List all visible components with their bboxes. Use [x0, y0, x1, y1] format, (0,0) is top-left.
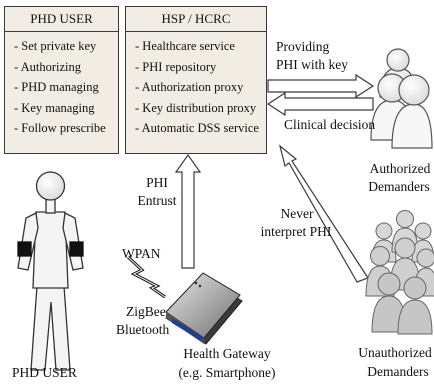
phi-entrust-arrow	[174, 153, 202, 269]
hsp-service-item: - Automatic DSS service	[135, 121, 259, 135]
authorized-label-line1: Authorized	[369, 161, 431, 176]
unauthorized-label-line2: Demanders	[367, 364, 429, 379]
crowd-icon	[365, 210, 434, 335]
person-figure-icon	[17, 171, 84, 371]
unauthorized-label-line1: Unauthorized	[358, 345, 432, 360]
never-interpret-arrow	[278, 144, 369, 283]
zigbee-label: ZigBee	[126, 304, 166, 319]
phd-task-item: - Follow prescribe	[14, 121, 106, 135]
clinical-decision-arrow	[266, 91, 374, 117]
providing-label-line2: PHI with key	[276, 57, 348, 72]
phd-user-label: PHD USER	[12, 365, 77, 380]
people-group-icon	[370, 48, 433, 149]
phi-entrust-label-line1: PHI	[146, 175, 168, 190]
phi-entrust-label-line2: Entrust	[137, 193, 177, 208]
phd-user-box-title: PHD USER	[5, 7, 118, 32]
hsp-service-item: - Authorization proxy	[135, 80, 244, 94]
phd-user-task-list: - Set private key - Authorizing - PHD ma…	[14, 36, 106, 139]
lightning-icon	[126, 255, 166, 299]
hsp-hcrc-box: HSP / HCRC - Healthcare service - PHI re…	[125, 6, 267, 154]
hsp-service-item: - Key distribution proxy	[135, 100, 257, 115]
phd-task-item: - Key managing	[14, 100, 95, 115]
wpan-label: WPAN	[122, 246, 161, 261]
hsp-hcrc-service-list: - Healthcare service - PHI repository - …	[135, 36, 259, 139]
never-interpret-label-line1: Never	[280, 206, 314, 221]
bluetooth-label: Bluetooth	[116, 322, 170, 337]
hsp-hcrc-box-title: HSP / HCRC	[126, 7, 266, 32]
never-interpret-label-line2: interpret PHI	[260, 224, 332, 239]
phd-task-item: - Authorizing	[14, 59, 82, 74]
gateway-label-line1: Health Gateway	[183, 346, 271, 361]
authorized-label-line2: Demanders	[368, 179, 430, 194]
phd-task-item: - PHD managing	[14, 80, 99, 94]
gateway-label-line2: (e.g. Smartphone)	[178, 365, 276, 380]
phd-user-box: PHD USER - Set private key - Authorizing…	[4, 6, 119, 154]
hsp-service-item: - PHI repository	[135, 59, 217, 74]
providing-label-line1: Providing	[276, 39, 330, 54]
phd-task-item: - Set private key	[14, 39, 97, 53]
hsp-service-item: - Healthcare service	[135, 39, 235, 53]
gateway-device-icon	[165, 272, 243, 345]
clinical-decision-label: Clinical decision	[284, 117, 376, 132]
providing-arrow	[267, 73, 375, 99]
